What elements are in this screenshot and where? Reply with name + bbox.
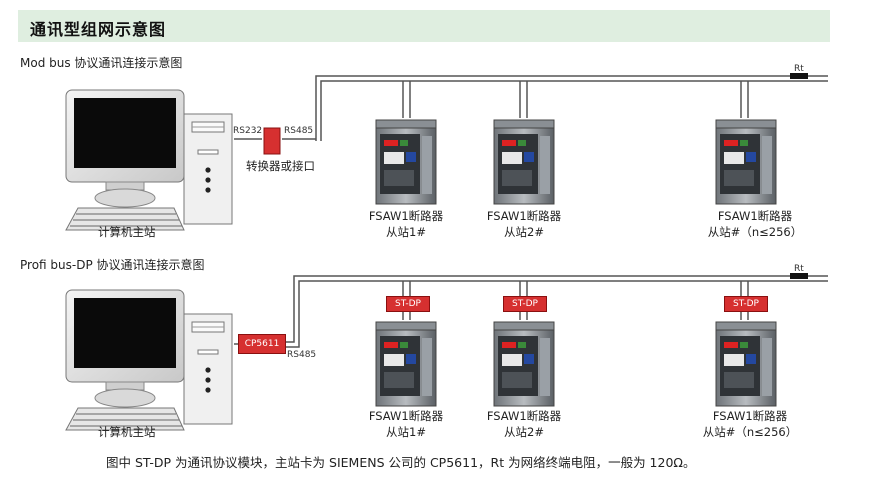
title-bar: 通讯型组网示意图 xyxy=(18,10,830,42)
station-model: FSAW1断路器 xyxy=(486,409,562,423)
footer-note: 图中 ST-DP 为通讯协议模块，主站卡为 SIEMENS 公司的 CP5611… xyxy=(106,455,696,470)
cp5611-card: CP5611 xyxy=(238,334,286,354)
station-slave: 从站1# xyxy=(386,425,426,439)
modbus-bus-line xyxy=(315,75,828,141)
rs232-label: RS232 xyxy=(233,126,263,136)
station-slave: 从站2# xyxy=(504,425,544,439)
breaker-icon-p2 xyxy=(493,321,555,407)
breaker-icon-m1 xyxy=(375,119,437,205)
station-slave: 从站1# xyxy=(386,225,426,239)
station-slave: 从站#（n≤256） xyxy=(702,425,798,439)
page-title: 通讯型组网示意图 xyxy=(30,20,167,39)
station-model: FSAW1断路器 xyxy=(368,409,444,423)
station-slave: 从站2# xyxy=(504,225,544,239)
profibus-heading: Profi bus-DP 协议通讯连接示意图 xyxy=(20,258,205,272)
rt-terminator-icon-1 xyxy=(790,73,808,79)
converter-icon xyxy=(263,127,281,155)
profibus-bus-line xyxy=(286,275,828,343)
breaker-icon-m2 xyxy=(493,119,555,205)
modbus-heading: Mod bus 协议通讯连接示意图 xyxy=(20,56,183,70)
pc-label-1: 计算机主站 xyxy=(98,225,156,239)
station-model: FSAW1断路器 xyxy=(712,409,788,423)
rt-terminator-icon-2 xyxy=(790,273,808,279)
rs485-label-2: RS485 xyxy=(287,350,317,360)
station-slave: 从站#（n≤256） xyxy=(707,225,803,239)
converter-label: 转换器或接口 xyxy=(246,159,315,173)
rt-label-2: Rt xyxy=(794,264,804,274)
station-model: FSAW1断路器 xyxy=(368,209,444,223)
st-dp-module: ST-DP xyxy=(503,296,547,312)
rt-label-1: Rt xyxy=(794,64,804,74)
breaker-icon-p3 xyxy=(715,321,777,407)
st-dp-module: ST-DP xyxy=(724,296,768,312)
st-dp-module: ST-DP xyxy=(386,296,430,312)
station-model: FSAW1断路器 xyxy=(717,209,793,223)
station-model: FSAW1断路器 xyxy=(486,209,562,223)
rs485-label-1: RS485 xyxy=(284,126,314,136)
breaker-icon-m3 xyxy=(715,119,777,205)
computer-master-icon-1 xyxy=(65,89,233,231)
breaker-icon-p1 xyxy=(375,321,437,407)
computer-master-icon-2 xyxy=(65,289,233,431)
pc-label-2: 计算机主站 xyxy=(98,425,156,439)
